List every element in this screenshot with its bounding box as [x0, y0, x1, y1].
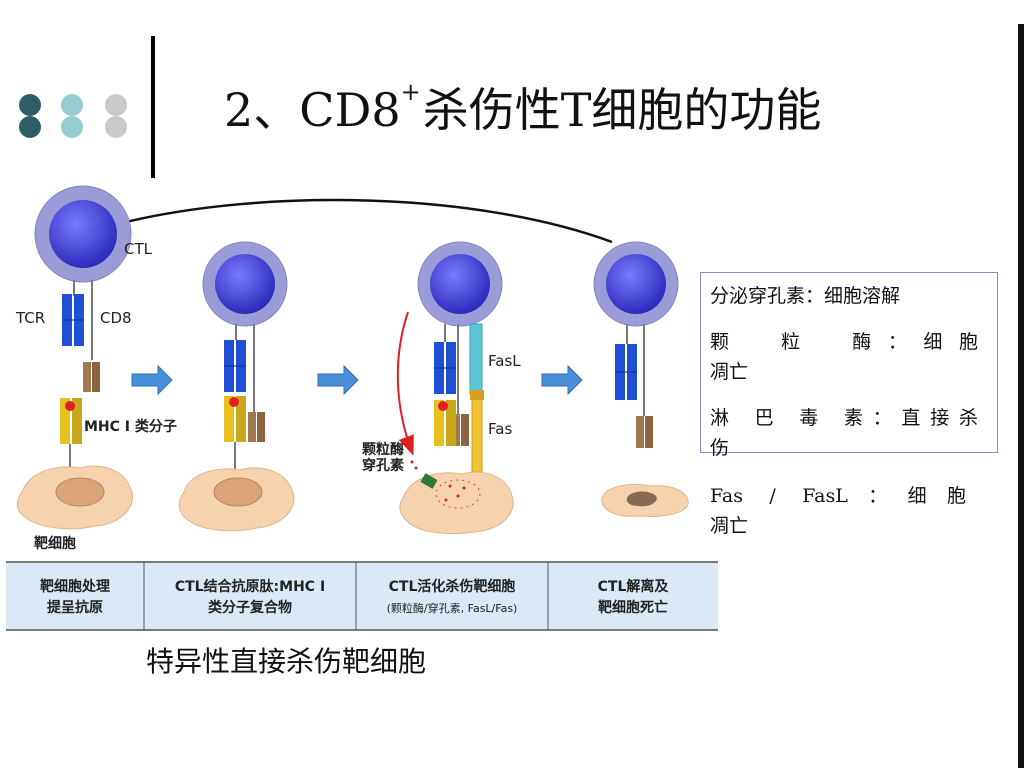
info-box — [700, 272, 998, 453]
step3-ctl — [417, 241, 503, 446]
title-prefix: 2、CD8 — [224, 83, 401, 137]
dot-dark-icon — [19, 94, 41, 138]
step3-fas — [470, 390, 484, 473]
step3-mhc — [434, 400, 456, 446]
info-fas-b: 凋亡 — [710, 515, 749, 537]
step2-line1: CTL结合抗原肽:MHC I — [175, 578, 325, 595]
title-divider — [151, 36, 155, 178]
step4-line1: CTL解离及 — [598, 578, 670, 595]
step-table — [6, 561, 718, 631]
step-arrow-2 — [317, 364, 359, 396]
info-granzyme-a: 颗 粒 酶：细胞 — [710, 331, 978, 353]
info-perforin: 分泌穿孔素：细胞溶解 — [710, 285, 901, 307]
label-fasl: FasL — [488, 352, 521, 370]
dot-light-icon — [61, 94, 83, 138]
granule-release-arrow — [396, 311, 414, 456]
step1-ctl — [34, 185, 132, 392]
step1-line2: 提呈抗原 — [47, 599, 103, 616]
step-arrow-1 — [131, 364, 173, 396]
label-target-cell: 靶细胞 — [34, 535, 76, 552]
label-fas: Fas — [488, 420, 512, 438]
step1-target-cell — [16, 465, 133, 530]
step3-target-cell — [399, 460, 514, 535]
step4-dead-target — [601, 484, 689, 517]
label-mhc: MHC I 类分子 — [84, 418, 177, 435]
step2-mhc — [224, 396, 246, 470]
return-arrow — [98, 198, 613, 244]
step4-ctl — [593, 241, 679, 448]
right-edge-bar — [1018, 24, 1024, 768]
step2-ctl — [202, 241, 288, 442]
slide-caption: 特异性直接杀伤靶细胞 — [146, 645, 427, 678]
step4-line2: 靶细胞死亡 — [598, 599, 668, 616]
step2-target-cell — [178, 467, 295, 532]
info-lympho-a: 淋 巴 毒 素：直接杀 — [710, 407, 978, 429]
step2-line2: 类分子复合物 — [208, 599, 292, 616]
title-suffix: 杀伤性T细胞的功能 — [422, 83, 822, 137]
label-granule-line2: 穿孔素 — [362, 457, 404, 474]
label-ctl: CTL — [124, 240, 153, 258]
step3-line1: CTL活化杀伤靶细胞 — [389, 578, 516, 595]
step1-line1: 靶细胞处理 — [40, 578, 110, 595]
info-granzyme-b: 凋亡 — [710, 361, 749, 383]
slide-title: 2、CD8+杀伤性T细胞的功能 — [224, 74, 821, 140]
step1-mhc — [60, 398, 82, 468]
title-superscript: + — [400, 78, 421, 106]
info-fas-a: Fas / FasL：细胞 — [710, 485, 966, 507]
step3-line2: (颗粒酶/穿孔素, FasL/Fas) — [387, 601, 518, 615]
step-arrow-3 — [541, 364, 583, 396]
label-cd8: CD8 — [100, 309, 132, 327]
label-tcr: TCR — [15, 309, 45, 327]
ctl-killing-diagram: CTL TCR CD8 MHC I 类分子 靶细胞 — [6, 185, 718, 631]
decorative-dots — [19, 94, 127, 138]
dot-gray-icon — [105, 94, 127, 138]
label-granule-line1: 颗粒酶 — [362, 441, 404, 458]
info-lympho-b: 伤 — [710, 437, 730, 459]
